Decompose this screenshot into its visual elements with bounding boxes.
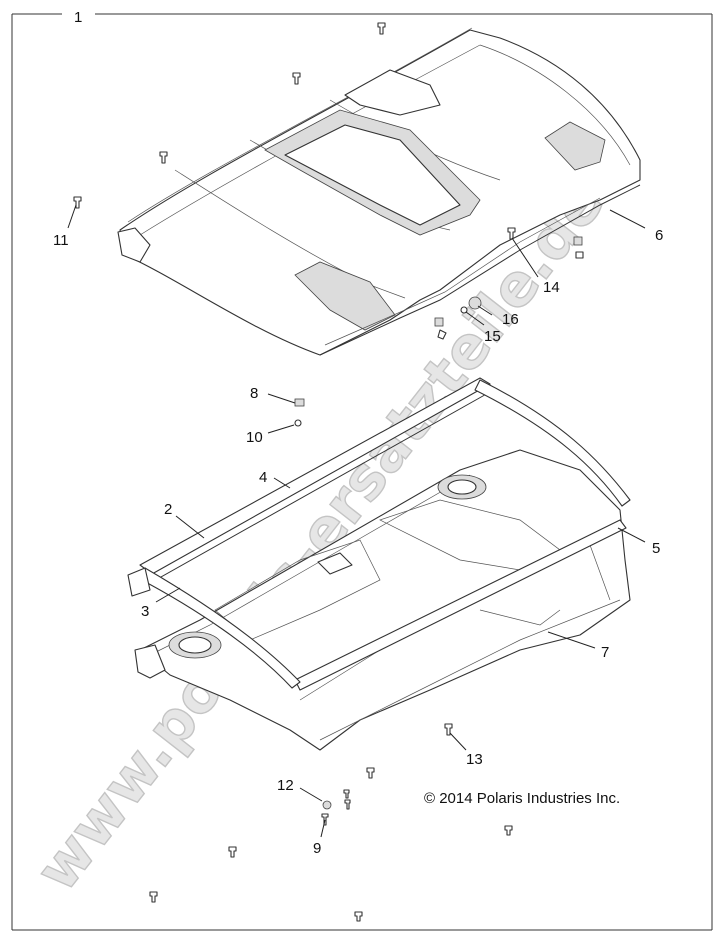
- callout-6: 6: [655, 227, 663, 244]
- callout-12: 12: [277, 777, 294, 794]
- screw-icon: [444, 723, 453, 736]
- callout-4: 4: [259, 469, 267, 486]
- screw-icon: [354, 911, 363, 922]
- washer-icon: [294, 419, 302, 427]
- leader-lines: [67, 204, 646, 838]
- callout-10: 10: [246, 429, 263, 446]
- callout-2: 2: [164, 501, 172, 518]
- diagram-frame: [11, 13, 713, 931]
- callout-15: 15: [484, 328, 501, 345]
- callout-9: 9: [313, 840, 321, 857]
- screw-icon: [344, 799, 351, 810]
- washer-icon: [322, 800, 332, 810]
- lower-roof-part-7: [134, 449, 631, 751]
- screw-icon: [377, 22, 386, 35]
- upper-roof-part-6: [117, 27, 641, 356]
- callout-13: 13: [466, 751, 483, 768]
- screw-icon: [292, 72, 301, 85]
- screw-icon: [504, 825, 513, 836]
- clip-icon: [575, 251, 584, 259]
- copyright-notice: © 2014 Polaris Industries Inc.: [424, 790, 620, 807]
- screw-icon: [73, 196, 82, 209]
- callout-1: 1: [74, 9, 82, 26]
- callout-3: 3: [141, 603, 149, 620]
- clip-icon: [294, 398, 305, 407]
- screw-icon: [366, 767, 375, 779]
- callout-8: 8: [250, 385, 258, 402]
- callout-5: 5: [652, 540, 660, 557]
- clip-icon: [434, 317, 444, 327]
- callout-14: 14: [543, 279, 560, 296]
- callout-16: 16: [502, 311, 519, 328]
- screw-icon: [343, 789, 350, 799]
- screw-icon: [149, 891, 158, 903]
- hardware: [73, 22, 584, 922]
- frame-rails: [127, 377, 631, 691]
- screw-icon: [321, 813, 329, 826]
- callout-11: 11: [53, 232, 69, 249]
- washer-icon: [460, 306, 468, 314]
- screw-icon: [159, 151, 168, 164]
- screw-icon: [228, 846, 237, 858]
- clip-icon: [573, 236, 583, 246]
- callout-labels: 1 2 3 4 5 6 7 8 9 10 11 12 13 14 15 16: [53, 9, 663, 857]
- callout-7: 7: [601, 644, 609, 661]
- clip-icon: [437, 329, 447, 340]
